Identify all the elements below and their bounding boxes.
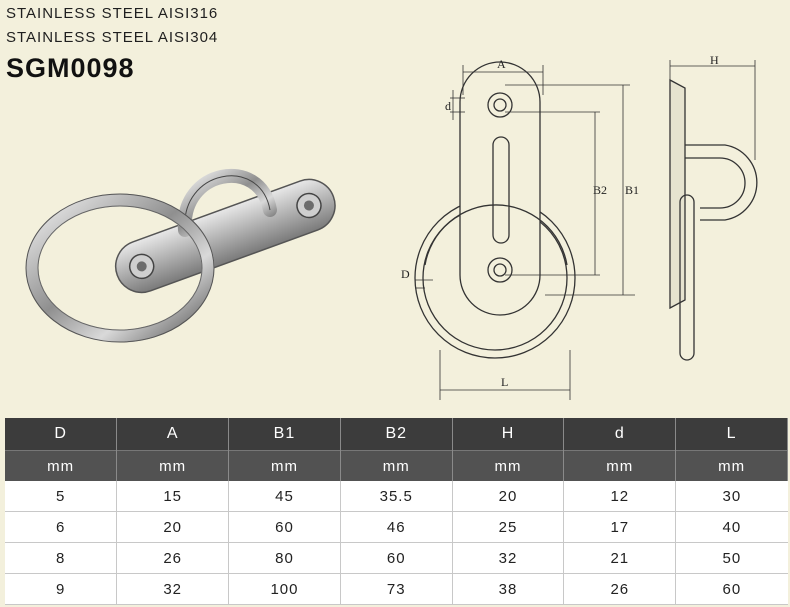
col-D: D	[5, 418, 118, 451]
product-photo	[25, 169, 336, 343]
label-B2: B2	[593, 183, 607, 197]
col-d: d	[563, 418, 677, 451]
table-cell: 26	[563, 573, 677, 605]
col-B2: B2	[340, 418, 453, 451]
table-cell: 20	[116, 511, 230, 543]
unit-cell: mm	[116, 450, 230, 481]
label-A: A	[497, 57, 506, 71]
base-plate	[114, 178, 336, 294]
table-row: 8 26 80 60 32 21 50	[5, 542, 788, 574]
table-row: 6 20 60 46 25 17 40	[5, 511, 788, 543]
table-cell: 60	[675, 573, 788, 605]
col-A: A	[116, 418, 230, 451]
table-cell: 50	[675, 542, 788, 574]
table-cell: 60	[228, 511, 341, 543]
table-cell: 6	[5, 511, 118, 543]
unit-cell: mm	[228, 450, 341, 481]
col-H: H	[452, 418, 565, 451]
col-B1: B1	[228, 418, 341, 451]
label-L: L	[501, 375, 508, 389]
model-number: SGM0098	[6, 53, 135, 83]
unit-cell: mm	[675, 450, 788, 481]
unit-cell: mm	[452, 450, 565, 481]
table-cell: 80	[228, 542, 341, 574]
table-cell: 17	[563, 511, 677, 543]
table-cell: 9	[5, 573, 118, 605]
table-cell: 46	[340, 511, 453, 543]
table-cell: 8	[5, 542, 118, 574]
table-cell: 38	[452, 573, 565, 605]
table-cell: 45	[228, 481, 341, 512]
unit-cell: mm	[340, 450, 453, 481]
table-cell: 32	[116, 573, 230, 605]
col-L: L	[675, 418, 788, 451]
table-cell: 26	[116, 542, 230, 574]
table-cell: 60	[340, 542, 453, 574]
table-cell: 73	[340, 573, 453, 605]
ring	[25, 193, 215, 343]
table-cell: 5	[5, 481, 118, 512]
label-B1: B1	[625, 183, 639, 197]
units-row: mm mm mm mm mm mm mm	[5, 450, 788, 481]
table-cell: 40	[675, 511, 788, 543]
label-H: H	[710, 53, 719, 67]
table-row: 5 15 45 35.5 20 12 30	[5, 481, 788, 512]
table-cell: 30	[675, 481, 788, 512]
unit-cell: mm	[563, 450, 677, 481]
table-cell: 12	[563, 481, 677, 512]
table-cell: 15	[116, 481, 230, 512]
table-cell: 20	[452, 481, 565, 512]
table-cell: 35.5	[340, 481, 453, 512]
table-cell: 25	[452, 511, 565, 543]
table-row: 9 32 100 73 38 26 60	[5, 573, 788, 605]
table-cell: 100	[228, 573, 341, 605]
unit-cell: mm	[5, 450, 118, 481]
column-names-row: D A B1 B2 H d L	[5, 418, 788, 451]
table-cell: 32	[452, 542, 565, 574]
label-d: d	[445, 99, 451, 113]
product-header: STAINLESS STEEL AISI316 STAINLESS STEEL …	[6, 2, 218, 84]
table-cell: 21	[563, 542, 677, 574]
spec-table: D A B1 B2 H d L mm mm mm mm mm mm mm 5 1…	[5, 418, 788, 605]
label-D: D	[401, 267, 410, 281]
material-line-2: STAINLESS STEEL AISI304	[6, 29, 219, 46]
technical-drawing: A d B2 B1 D L H	[401, 53, 758, 400]
material-line-1: STAINLESS STEEL AISI316	[6, 5, 219, 22]
